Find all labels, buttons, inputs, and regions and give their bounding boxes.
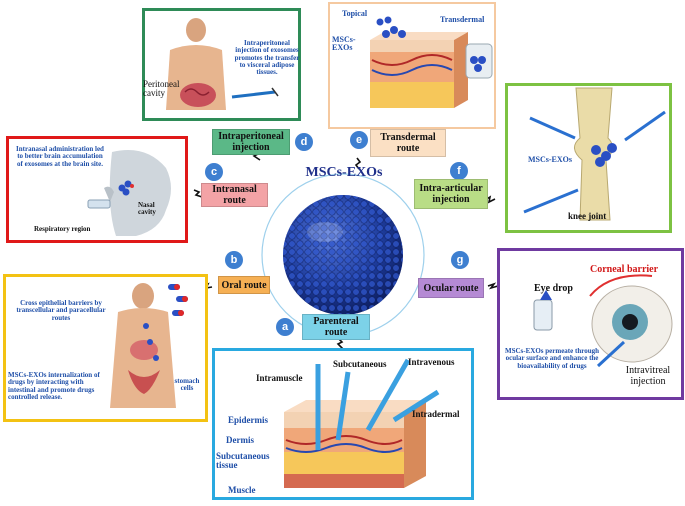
knee-joint-label: knee joint (568, 211, 607, 221)
epidermis-label: Epidermis (228, 415, 269, 425)
badge-g: g (451, 251, 469, 269)
intravitreal-label: Intravitreal injection (625, 365, 671, 387)
dermis-label: Dermis (226, 435, 254, 445)
route-label-parenteral: Parenteral route (302, 314, 370, 340)
transdermal-label: Transdermal (440, 15, 485, 24)
badge-b: b (225, 251, 243, 269)
corneal-barrier-label: Corneal barrier (590, 264, 659, 275)
badge-e: e (350, 131, 368, 149)
route-label-oral: Oral route (218, 276, 270, 294)
intramuscle-label: Intramuscle (256, 373, 303, 383)
route-label-intraperitoneal: Intraperitoneal injection (212, 129, 290, 155)
knee-exos-label: MSCs-EXOs (528, 155, 573, 164)
subcutaneous-tissue-label: Subcutaneous tissue (216, 451, 270, 471)
ocular-description: MSCs-EXOs permeate through ocular surfac… (505, 347, 599, 370)
peritoneal-cavity-label: Peritoneal cavity (143, 79, 180, 99)
nasal-cavity-label: Nasal cavity (138, 201, 156, 217)
center-title: MSCs-EXOs (305, 165, 383, 180)
stomach-cells-label: stomach cells (174, 377, 200, 393)
badge-a: a (276, 318, 294, 336)
badge-c: c (205, 163, 223, 181)
subcutaneous-label: Subcutaneous (333, 359, 387, 369)
eye-drop-label: Eye drop (534, 283, 573, 294)
intravenous-label: Intravenous (408, 357, 455, 367)
intranasal-description: Intranasal administration led to better … (16, 145, 104, 168)
route-label-intranasal: Intranasal route (201, 183, 268, 207)
intraperitoneal-description: Intraperitoneal injection of exosomes pr… (234, 39, 300, 77)
respiratory-region-label: Respiratory region (34, 225, 91, 233)
route-label-transdermal: Transdermal route (370, 129, 446, 157)
badge-f: f (450, 162, 468, 180)
transdermal-exos-label: MSCs-EXOs (332, 35, 356, 53)
badge-d: d (295, 133, 313, 151)
route-label-ocular: Ocular route (418, 278, 484, 298)
oral-barrier-text: Cross epithelial barriers by transcellul… (16, 299, 106, 322)
intradermal-label: Intradermal (412, 409, 460, 419)
topical-label: Topical (342, 9, 368, 18)
route-label-intra-articular: Intra-articular injection (414, 179, 488, 209)
muscle-label: Muscle (228, 485, 256, 495)
oral-internalization-text: MSCs-EXOs internalization of drugs by in… (8, 371, 100, 402)
